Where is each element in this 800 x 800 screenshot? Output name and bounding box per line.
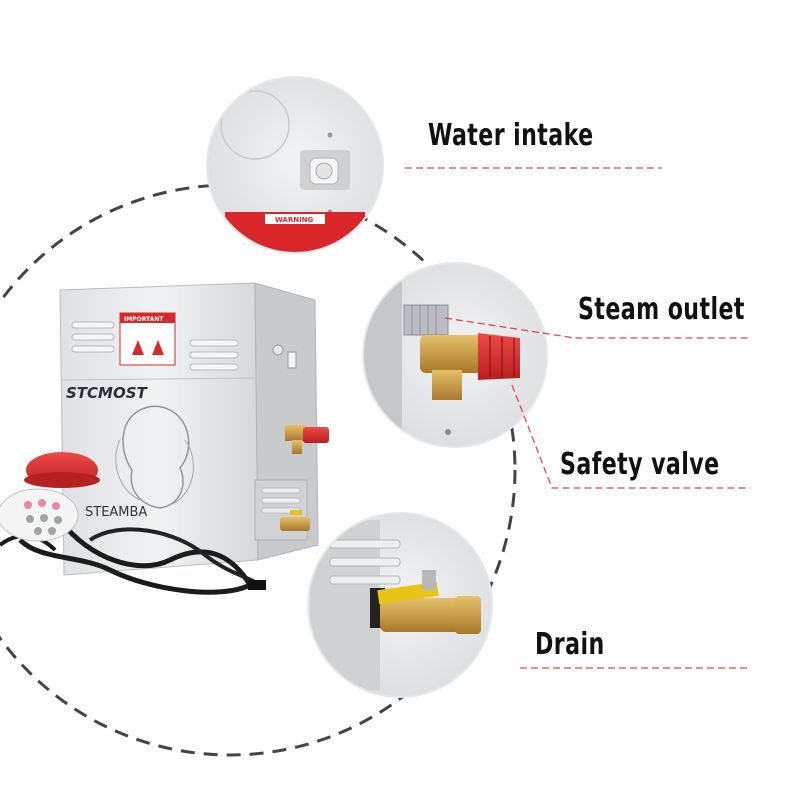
- warning-title: WARNING: [275, 216, 314, 224]
- label-safety-valve: Safety valve: [560, 447, 720, 482]
- label-water-intake: Water intake: [428, 118, 594, 153]
- zoom-water-intake: WARNING: [206, 76, 384, 254]
- label-steam-outlet: Steam outlet: [578, 292, 745, 327]
- label-drain: Drain: [535, 627, 605, 662]
- sticker-title: IMPORTANT: [124, 316, 164, 323]
- model-text: STEAMBA: [85, 505, 147, 520]
- controller-panel: [0, 452, 266, 595]
- leader-lines: [405, 167, 750, 669]
- zoom-steam-outlet: [362, 262, 548, 448]
- brand-mark: STCMOST: [66, 384, 149, 402]
- steam-generator-unit: [59, 282, 329, 576]
- zoom-drain: [307, 512, 493, 698]
